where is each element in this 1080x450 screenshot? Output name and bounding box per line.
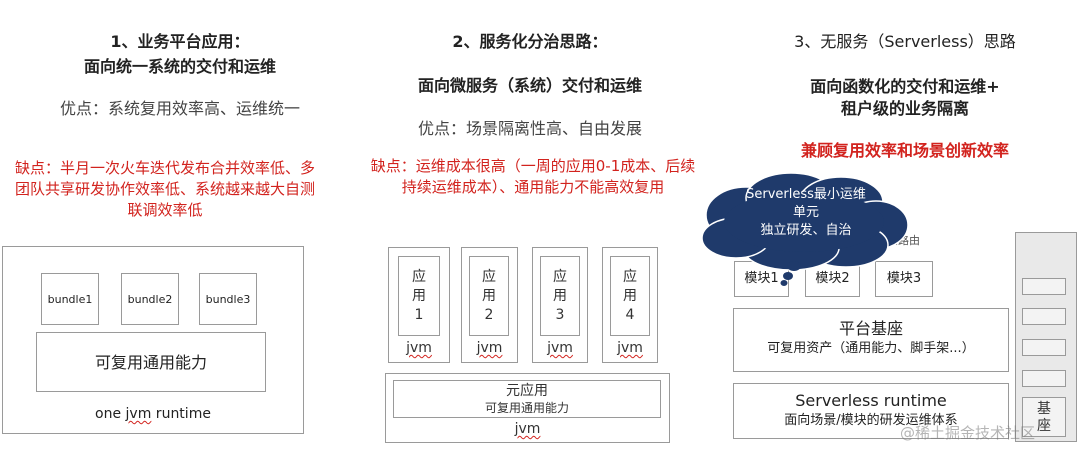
col1-shared-capability: 可复用通用能力: [36, 332, 266, 392]
app-box: 应用 4: [610, 256, 650, 336]
platform-sub: 可复用资产（通用能力、脚手架...）: [767, 341, 975, 356]
app-number: 4: [625, 306, 635, 323]
bundle-label: bundle2: [127, 293, 173, 306]
app-jvm: jvm: [547, 340, 573, 356]
col1-cons-line: 联调效率低: [127, 201, 203, 219]
module-label: 模块2: [815, 271, 850, 286]
base-slot: [1022, 278, 1066, 295]
col3-title-en: Serverless: [884, 32, 968, 51]
col3-highlight: 兼顾复用效率和场景创新效率: [800, 141, 1009, 160]
app-char: 用: [553, 287, 567, 304]
bundle-label: bundle1: [47, 293, 93, 306]
col1-title-line1: 1、业务平台应用：: [110, 32, 250, 51]
watermark: @稀土掘金技术社区: [900, 424, 1036, 442]
app-number: 2: [484, 306, 494, 323]
app-char: 应: [553, 268, 567, 285]
col2-cons-line: 缺点：运维成本很高（一周的应用0-1成本、后续: [370, 157, 696, 175]
app-char: 应: [623, 268, 637, 285]
col1-runtime-label: one jvm runtime: [2, 406, 304, 422]
col1-pros: 优点：系统复用效率高、运维统一: [59, 99, 300, 118]
base-label-box: 基 座: [1022, 397, 1066, 437]
col1-shared-label: 可复用通用能力: [94, 353, 207, 372]
app-box: 应用 2: [469, 256, 509, 336]
app-jvm: jvm: [617, 340, 643, 356]
jvm-text: jvm: [125, 406, 152, 422]
col3-title-line1: 3、无服务（Serverless）思路: [760, 28, 1050, 52]
app-char: 用: [482, 287, 496, 304]
base-label: 基: [1037, 401, 1051, 417]
col1-title-line2: 面向统一系统的交付和运维: [83, 57, 276, 76]
bundle-box: bundle1: [41, 273, 99, 325]
cloud-line: 独立研发、自治: [760, 223, 852, 238]
col3-title-line3: 租户级的业务隔离: [840, 99, 969, 118]
meta-app-sub: 可复用通用能力: [484, 401, 569, 415]
module-label: 模块3: [886, 271, 922, 286]
platform-base-box: 平台基座 可复用资产（通用能力、脚手架...）: [733, 308, 1009, 372]
app-number: 3: [555, 306, 565, 323]
runtime-pre: one: [95, 406, 126, 422]
base-slot: [1022, 308, 1066, 325]
col3-title-pre: 3、无服务（: [794, 32, 885, 51]
runtime-sub: 面向场景/模块的研发运维体系: [784, 413, 958, 428]
base-slot: [1022, 339, 1066, 356]
col3-title-line2: 面向函数化的交付和运维+: [810, 77, 1000, 96]
col2-title-line2: 面向微服务（系统）交付和运维: [417, 76, 642, 95]
cloud-shape: [701, 172, 909, 286]
app-box: 应用 1: [398, 256, 440, 336]
app-char: 用: [412, 287, 426, 304]
col2-title-line1: 2、服务化分治思路：: [452, 32, 608, 51]
base-label: 座: [1037, 418, 1051, 434]
col2-cons-line: 持续运维成本）、通用能力不能高效复用: [401, 178, 665, 196]
base-stack: 基 座: [1015, 232, 1077, 442]
cloud-text: Serverless最小运维 单元 独立研发、自治: [726, 186, 886, 240]
module-box: 模块3: [875, 261, 933, 297]
runtime-post: runtime: [151, 406, 211, 422]
bundle-box: bundle2: [121, 273, 179, 325]
app-char: 应: [482, 268, 496, 285]
module-label: 模块1: [744, 271, 779, 286]
col1-cons: 缺点：半月一次火车迭代发布合并效率低、多 团队共享研发协作效率低、系统越来越大自…: [0, 158, 330, 221]
app-jvm: jvm: [406, 340, 432, 356]
app-box: 应用 3: [540, 256, 580, 336]
app-jvm: jvm: [476, 340, 503, 356]
col3-title-post: ）思路: [967, 32, 1016, 51]
col2-cons: 缺点：运维成本很高（一周的应用0-1成本、后续 持续运维成本）、通用能力不能高效…: [338, 156, 728, 198]
meta-app-title: 元应用: [506, 383, 548, 399]
cloud-line: 单元: [792, 205, 819, 220]
col2-bottom-jvm: jvm: [514, 421, 541, 437]
cloud-line: Serverless最小运维: [746, 187, 866, 202]
col1-cons-line: 缺点：半月一次火车迭代发布合并效率低、多: [14, 159, 315, 177]
col1-cons-line: 团队共享研发协作效率低、系统越来越大自测: [14, 180, 315, 198]
bundle-box: bundle3: [199, 273, 257, 325]
app-number: 1: [414, 306, 424, 323]
app-char: 应: [412, 268, 426, 285]
platform-title: 平台基座: [838, 319, 903, 338]
col2-pros: 优点：场景隔离性高、自由发展: [417, 119, 642, 138]
meta-app-box: 元应用 可复用通用能力: [393, 380, 661, 418]
app-char: 用: [623, 287, 637, 304]
runtime-title: Serverless runtime: [795, 391, 947, 410]
bundle-label: bundle3: [205, 293, 251, 306]
serverless-runtime-box: Serverless runtime 面向场景/模块的研发运维体系: [733, 383, 1009, 439]
base-slot: [1022, 370, 1066, 387]
